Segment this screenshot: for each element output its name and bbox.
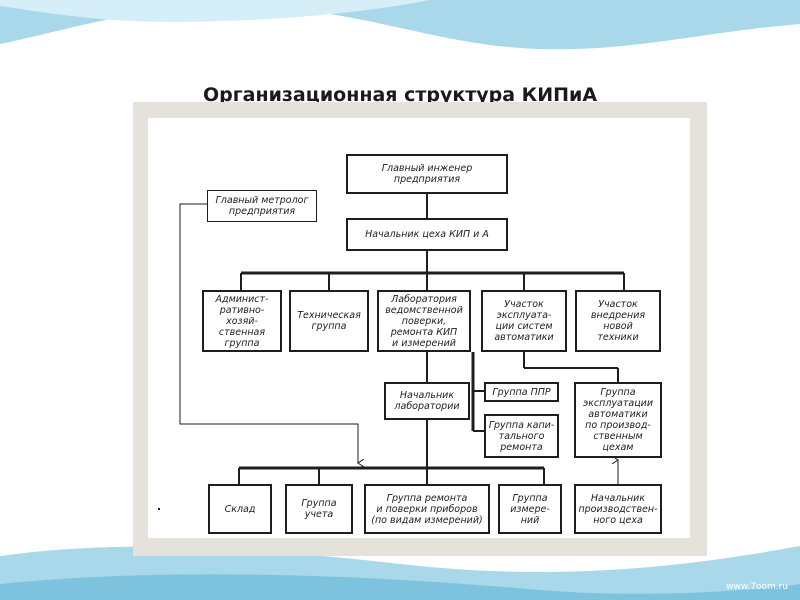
top-wave xyxy=(0,0,800,50)
box-repair-calibration-group: Группа ремонта и поверки приборов (по ви… xyxy=(364,484,490,534)
box-overhaul-group: Группа капи- тального ремонта xyxy=(484,414,559,458)
metrologist-link xyxy=(179,203,358,463)
footer-url: www.7oom.ru xyxy=(726,582,788,592)
connector-lines xyxy=(158,181,625,510)
box-chief-metrologist: Главный метролог предприятия xyxy=(207,190,317,222)
scan-dot xyxy=(158,508,160,510)
top-wave-light xyxy=(0,0,430,22)
box-prod-automation-group: Группа эксплуатации автоматики по произв… xyxy=(574,382,662,458)
box-prod-shop-head: Начальник производствен- ного цеха xyxy=(574,484,662,534)
slide-title: Организационная структура КИПиА xyxy=(202,84,598,106)
box-chief-engineer: Главный инженер предприятия xyxy=(346,154,508,194)
diagram-paper: Главный инженер предприятия Главный метр… xyxy=(148,118,690,538)
diagram-frame: Главный инженер предприятия Главный метр… xyxy=(133,102,707,556)
box-accounting-group: Группа учета xyxy=(285,484,353,534)
box-warehouse: Склад xyxy=(208,484,272,534)
bottom-wave-dark xyxy=(0,574,800,600)
box-tech-group: Техническая группа xyxy=(289,290,369,352)
box-admin-group: Админист- ративно-хозяй- ственная группа xyxy=(202,290,282,352)
box-lab: Лаборатория ведомственной поверки, ремон… xyxy=(377,290,471,352)
box-measurement-group: Группа измере- ний xyxy=(498,484,562,534)
box-impl-section: Участок внедрения новой техники xyxy=(575,290,661,352)
box-ppr-group: Группа ППР xyxy=(484,382,559,402)
box-lab-head: Начальник лаборатории xyxy=(384,382,470,420)
box-shop-head: Начальник цеха КИП и А xyxy=(346,218,508,251)
box-ops-section: Участок эксплуата- ции систем автоматики xyxy=(481,290,567,352)
